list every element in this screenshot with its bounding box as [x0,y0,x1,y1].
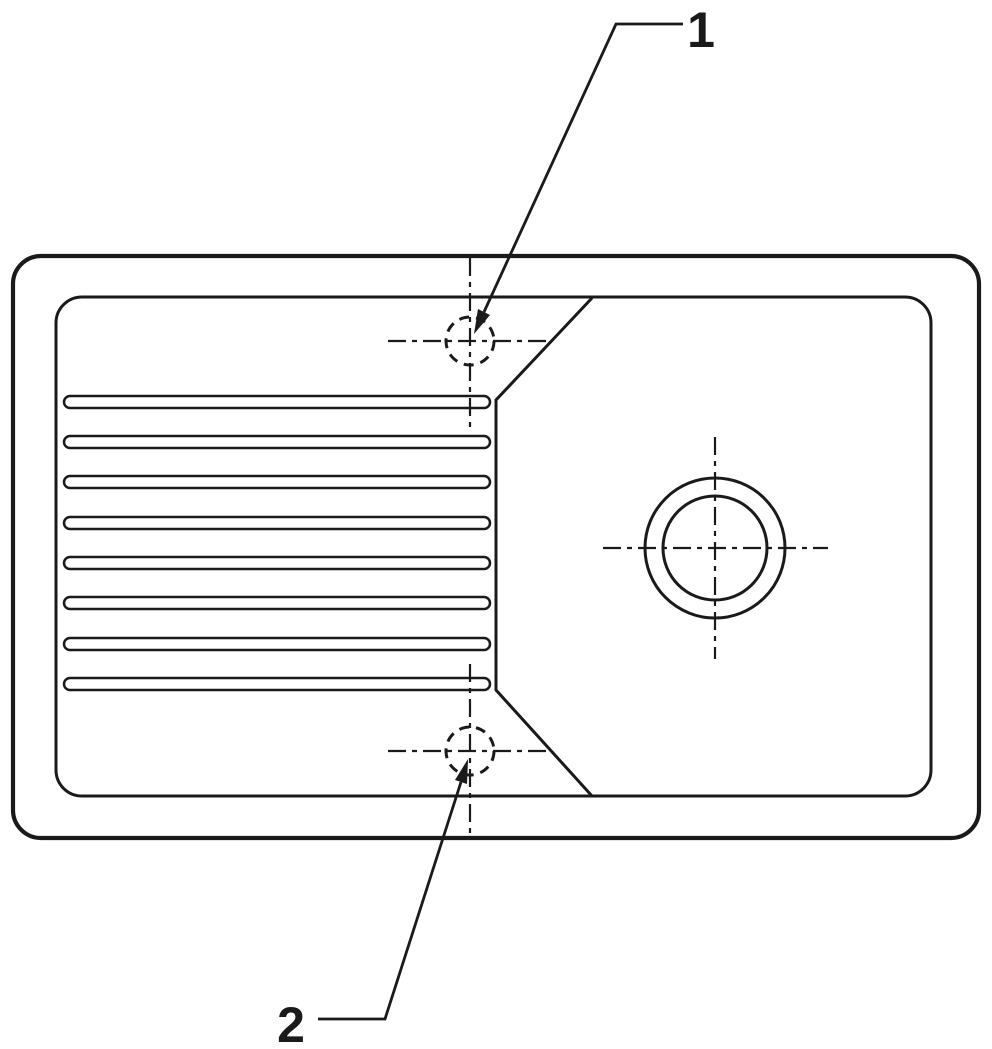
tap-hole-1 [444,315,496,367]
callout-label-2: 2 [277,997,305,1049]
drainer-grooves [62,394,492,692]
drainer-groove [62,394,492,410]
tap-hole-1-group [388,258,552,428]
callout-label-1: 1 [687,2,715,58]
drainer-groove [62,555,492,571]
drainer-groove [62,636,492,652]
sink-outer-edge [10,253,982,841]
drainer-groove [62,474,492,490]
tap-hole-2 [444,725,496,777]
leader-line-2 [318,781,463,1021]
callout-2-group: 2 [277,759,468,1049]
drainer-groove [62,434,492,450]
tap-hole-2-group [388,664,552,838]
leader-arrow-1 [474,309,490,334]
drainer-groove [62,515,492,531]
drain [603,437,828,659]
sink-bowl-outline [494,296,594,798]
sink-inner-rim [54,295,933,798]
leader-line-1 [482,22,683,313]
leader-arrow-2 [455,759,468,784]
callout-1-group: 1 [474,2,715,334]
drainer-groove [62,676,492,692]
drainer-groove [62,595,492,611]
